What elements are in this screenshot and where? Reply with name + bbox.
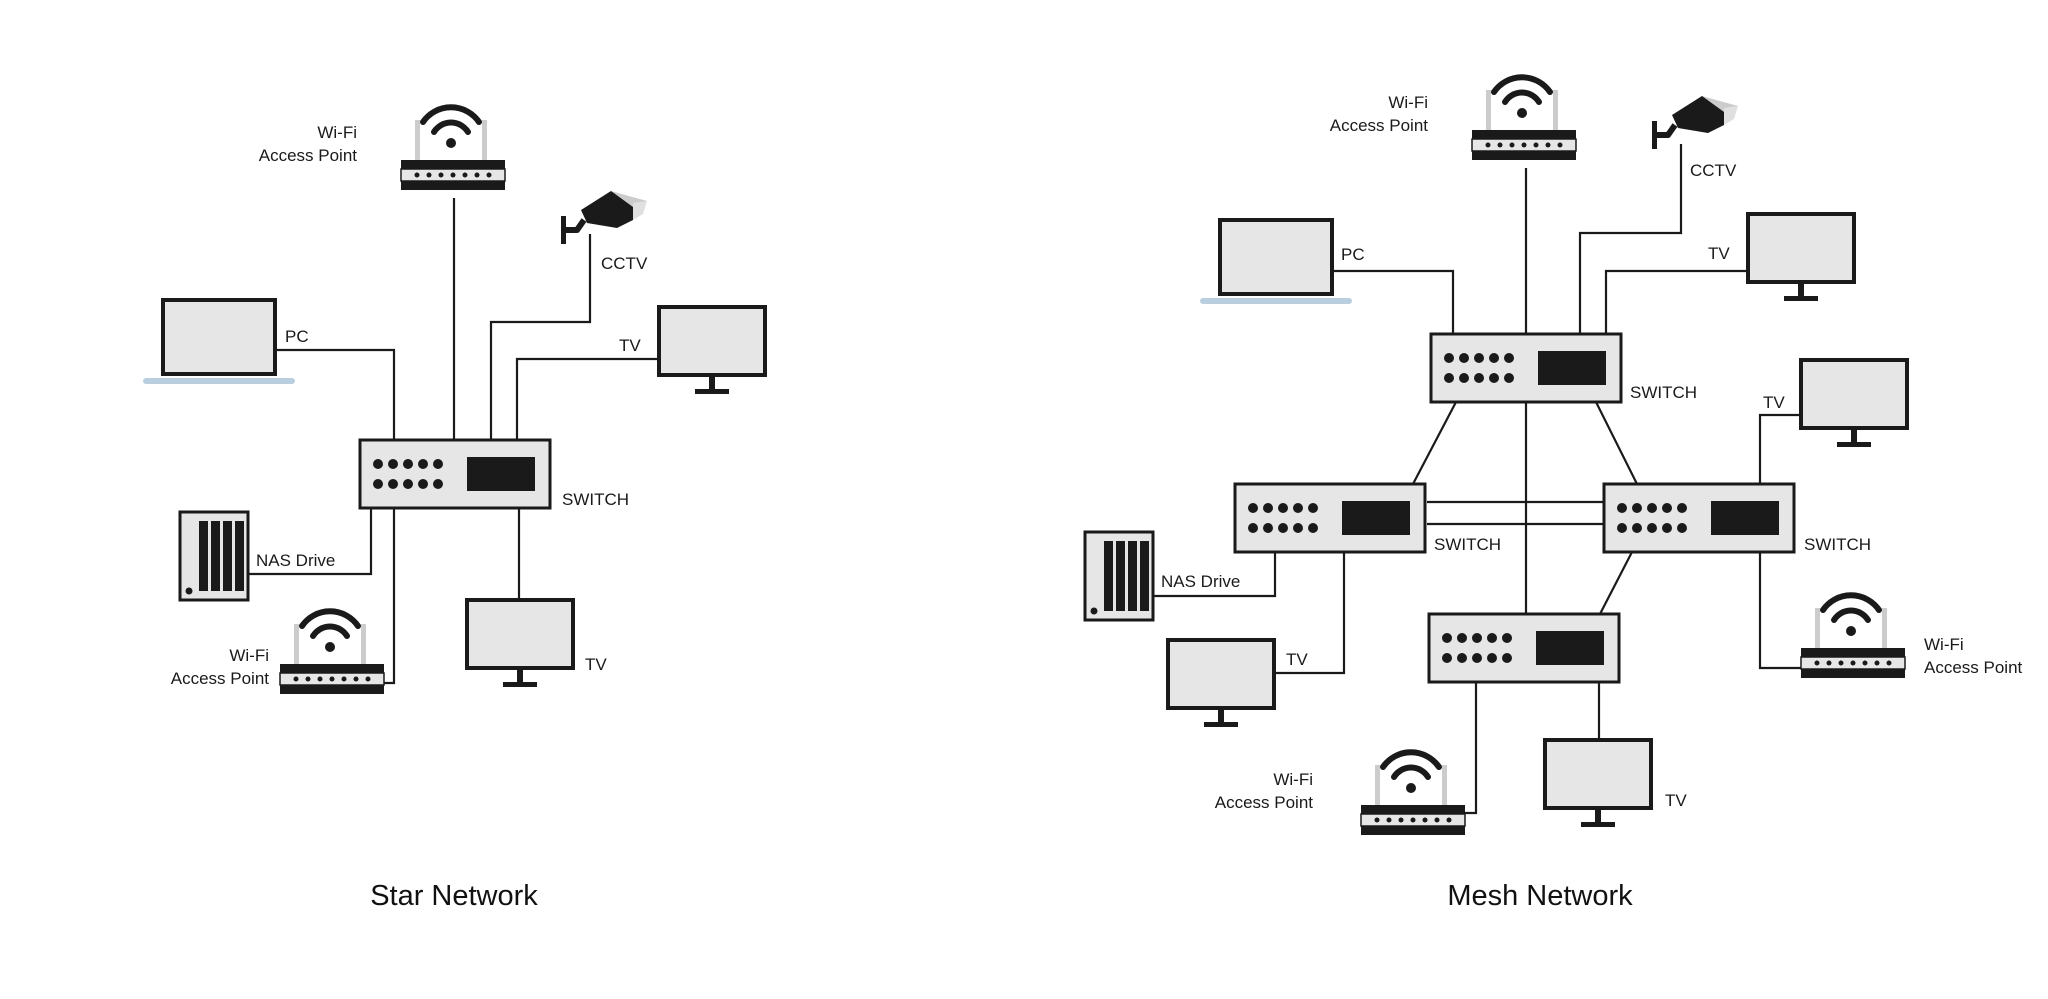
link-nas-switch bbox=[1153, 552, 1277, 598]
link-tv-left-switch bbox=[1272, 552, 1346, 675]
security-camera-icon bbox=[561, 191, 647, 244]
tv-label: TV bbox=[619, 336, 641, 355]
switch-label: SWITCH bbox=[1804, 535, 1871, 554]
wifi-label-line2: Access Point bbox=[171, 669, 270, 688]
router-icon bbox=[1472, 77, 1576, 160]
monitor-icon bbox=[465, 598, 575, 689]
link-wifi-right-switch bbox=[1758, 552, 1801, 670]
switch-icon bbox=[1233, 482, 1427, 554]
nas-drive-icon bbox=[1083, 530, 1155, 622]
switch-icon bbox=[1602, 482, 1796, 554]
link-wifi-bottom-switch bbox=[1449, 682, 1478, 815]
router-icon bbox=[1801, 595, 1905, 678]
cctv-label: CCTV bbox=[1690, 161, 1737, 180]
wifi-label-line1: Wi-Fi bbox=[229, 646, 269, 665]
monitor-icon bbox=[1166, 638, 1276, 729]
link-switch-right-bottom bbox=[1599, 551, 1633, 615]
tv-label: TV bbox=[585, 655, 607, 674]
wifi-label-line2: Access Point bbox=[1924, 658, 2023, 677]
mesh-network: Wi-Fi Access Point CCTV PC TV SWITCH TV … bbox=[1083, 77, 2023, 912]
link-switch-top-left bbox=[1412, 401, 1457, 485]
monitor-icon bbox=[1799, 358, 1909, 449]
link-wifi2-switch bbox=[369, 508, 396, 685]
wifi-label-line1: Wi-Fi bbox=[1924, 635, 1964, 654]
wifi-label-line2: Access Point bbox=[259, 146, 358, 165]
tv-label: TV bbox=[1708, 244, 1730, 263]
tv-label: TV bbox=[1763, 393, 1785, 412]
router-icon bbox=[401, 107, 505, 190]
link-cctv-switch bbox=[1578, 144, 1683, 334]
switch-icon bbox=[358, 438, 552, 510]
router-icon bbox=[1361, 752, 1465, 835]
wifi-label-line1: Wi-Fi bbox=[1388, 93, 1428, 112]
monitor-icon bbox=[1543, 738, 1653, 829]
nas-drive-icon bbox=[178, 510, 250, 602]
link-tv-switch bbox=[515, 357, 660, 440]
link-pc-switch bbox=[1334, 269, 1455, 334]
nas-label: NAS Drive bbox=[256, 551, 335, 570]
link-pc-switch bbox=[275, 348, 396, 440]
monitor-icon bbox=[1746, 212, 1856, 303]
link-switch-top-right bbox=[1595, 401, 1638, 485]
switch-icon bbox=[1427, 612, 1621, 684]
mesh-network-title: Mesh Network bbox=[1447, 880, 1633, 912]
switch-label: SWITCH bbox=[562, 490, 629, 509]
link-tv-right-switch bbox=[1758, 413, 1805, 484]
security-camera-icon bbox=[1652, 96, 1738, 149]
tv-label: TV bbox=[1665, 791, 1687, 810]
wifi-label-line1: Wi-Fi bbox=[317, 123, 357, 142]
wifi-label-line1: Wi-Fi bbox=[1273, 770, 1313, 789]
switch-icon bbox=[1429, 332, 1623, 404]
pc-label: PC bbox=[1341, 245, 1365, 264]
cctv-label: CCTV bbox=[601, 254, 648, 273]
star-network: Wi-Fi Access Point CCTV PC TV SWITCH NAS… bbox=[141, 107, 767, 912]
laptop-icon bbox=[141, 298, 297, 386]
link-nas-switch bbox=[248, 508, 373, 576]
router-icon bbox=[280, 611, 384, 694]
tv-label: TV bbox=[1286, 650, 1308, 669]
wifi-label-line2: Access Point bbox=[1215, 793, 1314, 812]
link-tv-switch bbox=[1604, 269, 1750, 334]
wifi-label-line2: Access Point bbox=[1330, 116, 1429, 135]
pc-label: PC bbox=[285, 327, 309, 346]
star-network-title: Star Network bbox=[370, 880, 538, 912]
link-cctv-switch bbox=[489, 234, 592, 440]
monitor-icon bbox=[657, 305, 767, 396]
switch-label: SWITCH bbox=[1434, 535, 1501, 554]
nas-label: NAS Drive bbox=[1161, 572, 1240, 591]
switch-label: SWITCH bbox=[1630, 383, 1697, 402]
laptop-icon bbox=[1198, 218, 1354, 306]
mesh-connections bbox=[1153, 144, 1805, 815]
